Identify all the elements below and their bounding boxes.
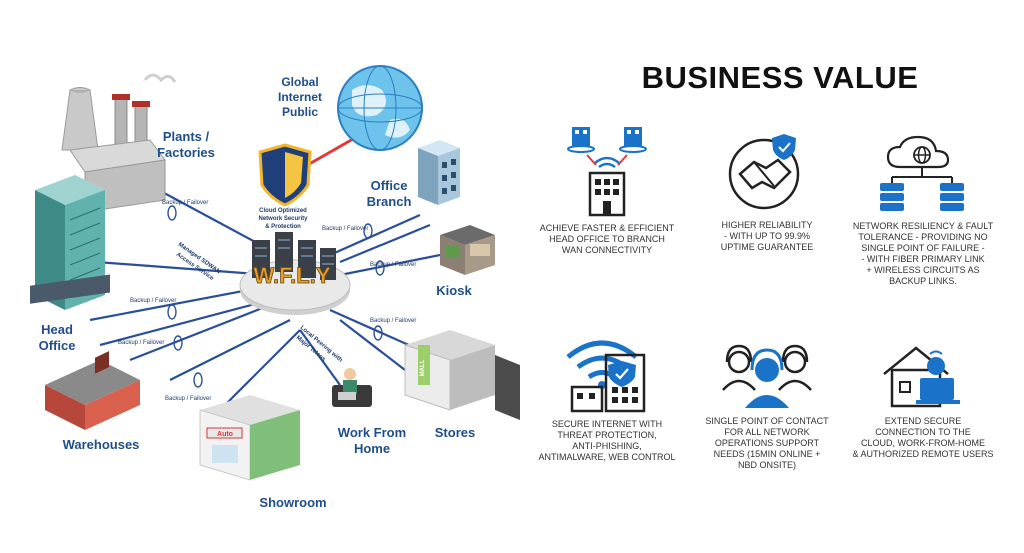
globe-illustration — [337, 65, 423, 151]
remote-home-icon — [883, 346, 960, 408]
hub-logo: W.F.L.Y — [254, 263, 331, 288]
value-card-reliability: HIGHER RELIABILITY - WITH UP TO 99.9% UP… — [692, 130, 842, 253]
kiosk-illustration — [440, 225, 495, 275]
link-home — [299, 329, 341, 386]
failover-marker — [375, 260, 385, 276]
label-plants: Plants / — [163, 129, 210, 144]
link-branch-2 — [339, 223, 431, 264]
link-warehouse — [99, 298, 271, 347]
failover-markers — [167, 205, 385, 388]
head-office-illustration — [30, 175, 110, 310]
label-head: Head — [41, 322, 73, 337]
link-warehouse-2 — [129, 303, 271, 362]
label-factories: Factories — [157, 145, 215, 160]
shield-labels: Cloud Optimized Network Security & Prote… — [258, 208, 308, 230]
shield-label-line3: & Protection — [265, 224, 301, 230]
shield-label-line2: Network Security — [258, 216, 308, 222]
label-global: Global — [281, 75, 318, 89]
label-kiosk: Kiosk — [436, 283, 472, 298]
support-team-icon — [722, 344, 812, 408]
value-card-secure-internet: SECURE INTERNET WITH THREAT PROTECTION, … — [532, 335, 682, 463]
label-office: Office — [371, 178, 408, 193]
value-card-text: SINGLE POINT OF CONTACT FOR ALL NETWORK … — [705, 416, 829, 470]
link-label-backup-failover: Backup / Failover — [370, 262, 416, 268]
failover-marker — [363, 223, 373, 239]
failover-marker — [167, 205, 177, 221]
link-label-backup-failover: Backup / Failover — [118, 340, 164, 346]
value-card-text: ACHIEVE FASTER & EFFICIENT HEAD OFFICE T… — [539, 223, 675, 255]
label-work-from: Work From — [338, 425, 406, 440]
label-public: Public — [282, 105, 318, 119]
link-stores-2 — [339, 319, 406, 371]
failover-marker — [193, 372, 203, 388]
warehouse-illustration — [45, 351, 140, 430]
office-branch-illustration — [418, 140, 460, 205]
shield-label-line1: Cloud Optimized — [259, 208, 307, 214]
link-label-backup-failover: Backup / Failover — [165, 396, 211, 402]
location-labels: Plants / Factories Global Internet Publi… — [39, 75, 476, 510]
label-home: Home — [354, 441, 390, 456]
office-wifi-icon — [567, 127, 647, 217]
business-value-title: BUSINESS VALUE — [641, 60, 919, 95]
label-stores: Stores — [435, 425, 475, 440]
value-card-wan-connectivity: ACHIEVE FASTER & EFFICIENT HEAD OFFICE T… — [532, 125, 682, 256]
hub-platform: W.F.L.Y — [239, 232, 351, 315]
label-warehouses: Warehouses — [63, 437, 140, 452]
value-card-text: NETWORK RESILIENCY & FAULT TOLERANCE - P… — [852, 221, 994, 286]
link-label-backup-failover: Backup / Failover — [162, 200, 208, 206]
value-card-text: SECURE INTERNET WITH THREAT PROTECTION, … — [538, 419, 676, 462]
value-card-single-contact: SINGLE POINT OF CONTACT FOR ALL NETWORK … — [692, 340, 842, 471]
stores-illustration: MALL — [404, 330, 520, 420]
server-racks — [252, 232, 336, 280]
value-card-text: EXTEND SECURE CONNECTION TO THE CLOUD, W… — [852, 416, 994, 459]
showroom-illustration: Auto — [199, 395, 300, 481]
label-internet: Internet — [278, 90, 322, 104]
label-head-office: Office — [39, 338, 76, 353]
security-shield — [258, 143, 312, 207]
link-kiosk — [339, 253, 441, 277]
link-branch — [329, 213, 421, 257]
value-card-remote-access: EXTEND SECURE CONNECTION TO THE CLOUD, W… — [848, 340, 998, 460]
value-card-text: HIGHER RELIABILITY - WITH UP TO 99.9% UP… — [720, 220, 814, 252]
link-label-backup-failover: Backup / Failover — [370, 318, 416, 324]
label-branch: Branch — [367, 194, 412, 209]
secure-wifi-building-icon — [566, 340, 646, 413]
network-diagram: W.F.L.Y Auto MALL Plants / Factories Glo — [30, 65, 520, 510]
failover-marker — [173, 335, 183, 351]
failover-marker — [167, 304, 177, 320]
link-label-backup-failover: Backup / Failover — [322, 226, 368, 232]
showroom-sign: Auto — [217, 431, 233, 438]
label-showroom: Showroom — [259, 495, 326, 510]
work-from-home-illustration — [332, 368, 372, 407]
failover-marker — [373, 325, 383, 341]
link-showroom — [169, 319, 291, 381]
mall-sign: MALL — [420, 359, 426, 376]
cloud-servers-icon — [880, 135, 964, 211]
handshake-icon — [728, 134, 800, 210]
value-card-resiliency: NETWORK RESILIENCY & FAULT TOLERANCE - P… — [848, 135, 998, 287]
link-label-backup-failover: Backup / Failover — [130, 298, 176, 304]
